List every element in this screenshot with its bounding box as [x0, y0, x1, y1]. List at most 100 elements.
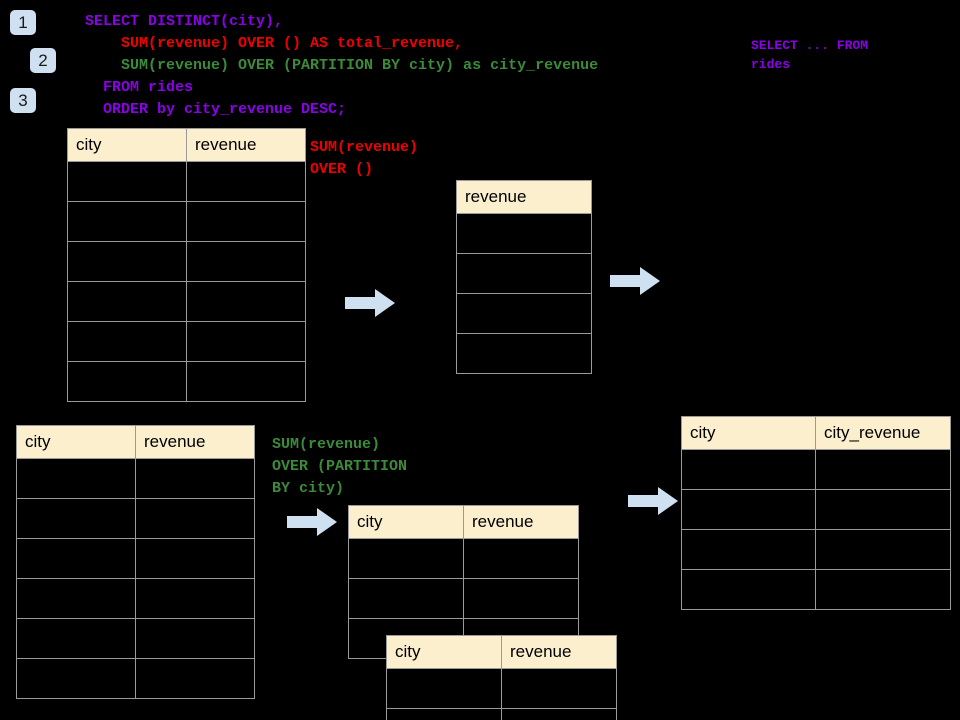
cell-revenue [135, 538, 255, 579]
table-header-row: city revenue [67, 128, 306, 162]
cell-revenue [186, 201, 306, 242]
table-rides-source-bottom: city revenue [16, 425, 255, 699]
table-row [456, 213, 592, 254]
table-header-row: city revenue [348, 505, 579, 539]
table-row [386, 708, 617, 720]
column-header-city: city [681, 416, 816, 450]
table-row [67, 241, 306, 282]
arrow-total-to-result [610, 267, 660, 295]
cell-city [386, 708, 502, 720]
sql-line-total-revenue: SUM(revenue) OVER () AS total_revenue, [85, 35, 464, 52]
column-header-city: city [348, 505, 464, 539]
cell-city [16, 458, 136, 499]
column-header-city: city [67, 128, 187, 162]
table-row [456, 253, 592, 294]
cell-revenue [456, 293, 592, 334]
table-row [16, 538, 255, 579]
cell-city [67, 201, 187, 242]
table-row [16, 658, 255, 699]
table-row [456, 333, 592, 374]
column-header-revenue: revenue [501, 635, 617, 669]
cell-city [67, 281, 187, 322]
cell-city [681, 489, 816, 530]
cell-revenue [463, 538, 579, 579]
cell-city-revenue [815, 489, 951, 530]
sql-line-order-by: ORDER by city_revenue DESC; [85, 101, 347, 118]
table-header-row: city revenue [16, 425, 255, 459]
cell-revenue [463, 578, 579, 619]
table-row [456, 293, 592, 334]
cell-revenue [456, 333, 592, 374]
column-header-city-revenue: city_revenue [815, 416, 951, 450]
cell-revenue [135, 578, 255, 619]
column-header-revenue: revenue [456, 180, 592, 214]
cell-city [681, 569, 816, 610]
table-row [681, 529, 951, 570]
cell-revenue [456, 213, 592, 254]
column-header-revenue: revenue [186, 128, 306, 162]
table-partition-group-front: city revenue [386, 635, 617, 720]
table-row [16, 578, 255, 619]
cell-revenue [501, 708, 617, 720]
cell-revenue [135, 658, 255, 699]
cell-city [16, 658, 136, 699]
column-header-revenue: revenue [135, 425, 255, 459]
cell-revenue [186, 161, 306, 202]
table-header-row: city revenue [386, 635, 617, 669]
table-total-revenue: revenue [456, 180, 592, 374]
cell-revenue [135, 618, 255, 659]
cell-city-revenue [815, 529, 951, 570]
table-rides-source-top: city revenue [67, 128, 306, 402]
table-row [16, 458, 255, 499]
step-badge-1: 1 [10, 10, 36, 35]
sql-line-from: FROM rides [85, 79, 194, 96]
cell-city [16, 618, 136, 659]
table-row [67, 361, 306, 402]
table-row [681, 569, 951, 610]
cell-city [681, 449, 816, 490]
table-row [681, 449, 951, 490]
column-header-city: city [16, 425, 136, 459]
table-header-row: city city_revenue [681, 416, 951, 450]
cell-revenue [456, 253, 592, 294]
table-row [67, 281, 306, 322]
cell-city [348, 578, 464, 619]
cell-city-revenue [815, 569, 951, 610]
cell-revenue [186, 241, 306, 282]
cell-city [681, 529, 816, 570]
step-badge-2: 2 [30, 48, 56, 73]
arrow-source-to-total [345, 289, 395, 317]
annotation-partition-by-city: SUM(revenue) OVER (PARTITION BY city) [272, 436, 408, 497]
cell-revenue [135, 498, 255, 539]
sql-line-city-revenue: SUM(revenue) OVER (PARTITION BY city) as… [85, 57, 599, 74]
cell-city [16, 538, 136, 579]
cell-city [67, 161, 187, 202]
arrow-partition-to-result [628, 487, 678, 515]
table-row [348, 578, 579, 619]
table-final-result: city city_revenue [681, 416, 951, 610]
cell-city [67, 241, 187, 282]
table-row [67, 201, 306, 242]
cell-city [348, 538, 464, 579]
cell-revenue [135, 458, 255, 499]
table-row [16, 498, 255, 539]
annotation-total-revenue: SUM(revenue) OVER () [310, 139, 419, 178]
table-row [348, 538, 579, 579]
column-header-city: city [386, 635, 502, 669]
table-row [67, 161, 306, 202]
step-badge-3: 3 [10, 88, 36, 113]
sql-line-select: SELECT DISTINCT(city), [85, 13, 284, 30]
table-row [386, 668, 617, 709]
table-row [16, 618, 255, 659]
table-header-row: revenue [456, 180, 592, 214]
cell-revenue [186, 361, 306, 402]
cell-city [386, 668, 502, 709]
cell-city [67, 321, 187, 362]
cell-city [67, 361, 187, 402]
table-row [681, 489, 951, 530]
column-header-revenue: revenue [463, 505, 579, 539]
cell-revenue [186, 281, 306, 322]
cell-revenue [186, 321, 306, 362]
cell-city-revenue [815, 449, 951, 490]
